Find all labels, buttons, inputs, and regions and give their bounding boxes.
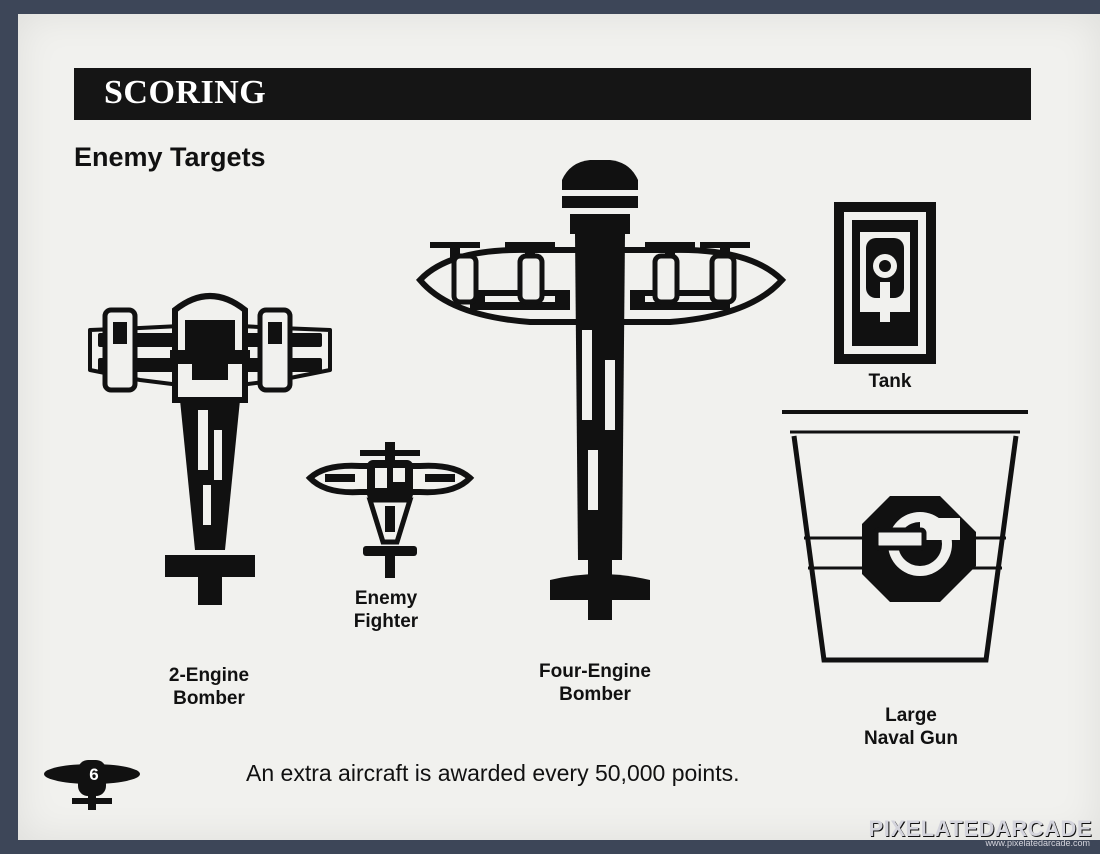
- extra-aircraft-note: An extra aircraft is awarded every 50,00…: [246, 760, 740, 786]
- tank-label: Tank: [850, 370, 930, 393]
- enemy-fighter-label: Enemy Fighter: [336, 587, 436, 633]
- enemy-fighter-line2: Fighter: [353, 611, 419, 632]
- four-engine-bomber-line2: Bomber: [559, 684, 631, 705]
- tank-icon: [834, 202, 936, 364]
- two-engine-bomber-line1: 2-Engine: [168, 665, 250, 686]
- tank-line1: Tank: [868, 371, 912, 392]
- page-plane-icon: [44, 760, 140, 810]
- naval-gun-line2: Naval Gun: [864, 728, 958, 749]
- naval-gun-label: Large Naval Gun: [846, 704, 976, 750]
- four-engine-bomber-label: Four-Engine Bomber: [520, 660, 670, 706]
- four-engine-bomber-line1: Four-Engine: [539, 661, 651, 682]
- naval-gun-icon: [782, 410, 1028, 663]
- enemy-fighter-icon: [305, 442, 475, 578]
- header-bar: [74, 68, 1031, 120]
- watermark-url: www.pixelatedarcade.com: [985, 838, 1090, 848]
- two-engine-bomber-label: 2-Engine Bomber: [150, 664, 268, 710]
- four-engine-bomber-icon: [415, 160, 787, 620]
- enemy-fighter-line1: Enemy: [354, 588, 418, 609]
- naval-gun-line1: Large: [885, 705, 937, 726]
- page-title: SCORING: [104, 74, 267, 111]
- two-engine-bomber-icon: [88, 293, 332, 605]
- page-number: 6: [89, 765, 99, 784]
- section-title: Enemy Targets: [74, 142, 266, 172]
- two-engine-bomber-line2: Bomber: [173, 688, 245, 709]
- watermark-brand: PIXELATEDARCADE: [868, 816, 1092, 841]
